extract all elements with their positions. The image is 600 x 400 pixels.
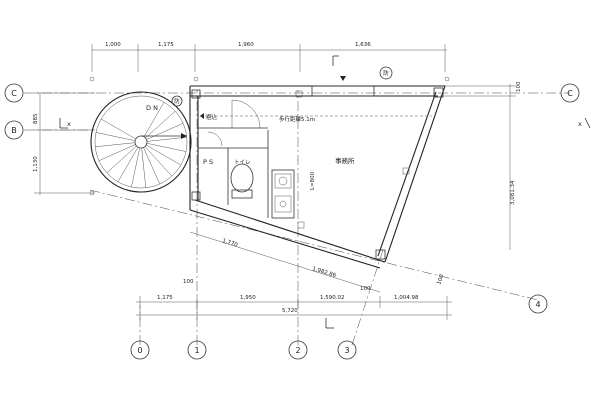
height-label: L=800 bbox=[310, 171, 316, 190]
bottom-dim-1: 1,175 bbox=[157, 295, 173, 301]
stair-tread bbox=[143, 102, 165, 137]
door-label: 避込 bbox=[206, 113, 218, 121]
stair-tread bbox=[146, 143, 187, 152]
office-label: 事務所 bbox=[335, 156, 355, 165]
reference-dots bbox=[89, 76, 450, 196]
grid-bubble-bottom-0: 0 bbox=[130, 340, 150, 360]
grid-bubble-bottom-1: 1 bbox=[187, 340, 207, 360]
grid-bubble-right-4: 4 bbox=[528, 294, 548, 314]
bottom-dim-3: 1,590.02 bbox=[320, 295, 345, 301]
right-dim-2: 3,081.34 bbox=[510, 180, 516, 205]
grid-bubble-bottom-3: 3 bbox=[337, 340, 357, 360]
diag-dim-1: 1,770 bbox=[221, 238, 238, 248]
stairs-direction-arrow bbox=[181, 133, 187, 139]
stair-tread bbox=[95, 132, 136, 141]
grid-bubble-right-c: C bbox=[560, 83, 580, 103]
stair-tread bbox=[95, 142, 136, 148]
section-x-left: x bbox=[67, 120, 71, 128]
diag-dim-2: 1,982.86 bbox=[311, 266, 337, 279]
section-marker-right: x bbox=[578, 117, 591, 129]
right-dimension-chain: 100 3,081.34 bbox=[440, 81, 522, 250]
spiral-staircase: D N bbox=[90, 91, 192, 193]
stair-tread bbox=[146, 123, 184, 140]
grid-label-right-c: C bbox=[567, 89, 573, 98]
building-walls bbox=[189, 85, 446, 269]
toilet-fixture: トイレ bbox=[230, 160, 254, 199]
small-dim-right: 100 bbox=[436, 273, 445, 285]
top-dim-1: 1,000 bbox=[105, 42, 121, 48]
section-marker-bottom bbox=[325, 318, 334, 329]
section-arrow-top bbox=[332, 55, 339, 66]
stair-tread bbox=[145, 111, 176, 139]
stair-tread bbox=[98, 144, 136, 161]
grid-bubble-bottom-2: 2 bbox=[288, 340, 308, 360]
grid-bubble-left-c: C bbox=[4, 83, 24, 103]
left-dim-2: 1,130 bbox=[33, 156, 39, 172]
small-dim-left: 100 bbox=[183, 279, 194, 285]
kitchen-unit bbox=[271, 169, 295, 219]
grid-label-bottom-0: 0 bbox=[137, 346, 142, 355]
fire-hydrant-marker-left: 防 bbox=[171, 95, 183, 107]
stairs-dn-label: D N bbox=[146, 104, 158, 112]
toilet-label: トイレ bbox=[234, 160, 251, 166]
stair-tread bbox=[101, 118, 136, 140]
top-dimension-chain: 1,000 1,175 1,960 1,636 bbox=[91, 42, 447, 72]
ps-label: P S bbox=[203, 158, 213, 166]
stair-tread bbox=[146, 144, 181, 166]
grid-label-left-b: B bbox=[11, 126, 17, 135]
stair-tread bbox=[141, 147, 147, 188]
grid-label-bottom-1: 1 bbox=[194, 346, 199, 355]
section-marker-left: x bbox=[59, 118, 71, 129]
grid-bubble-left-b: B bbox=[4, 120, 24, 140]
stair-tread bbox=[143, 147, 160, 185]
bottom-dim-2: 1,950 bbox=[240, 295, 256, 301]
hydrant-label-left: 防 bbox=[174, 97, 180, 105]
stair-tread bbox=[144, 146, 172, 177]
diagonal-dimension-chain: 1,770 1,982.86 100 100 100 bbox=[183, 231, 446, 293]
hydrant-label-top: 防 bbox=[383, 69, 389, 77]
top-dim-3: 1,960 bbox=[238, 42, 254, 48]
walk-distance-label: 歩行距離5.1m bbox=[279, 115, 315, 123]
grid-label-right-4: 4 bbox=[535, 300, 540, 309]
left-dimension-chain: 885 1,130 bbox=[33, 92, 95, 195]
bottom-dimension-chain: 1,175 1,950 1,590.02 1,004.98 5,720 bbox=[136, 295, 452, 320]
right-dim-1: 100 bbox=[516, 81, 522, 92]
stair-tread bbox=[146, 136, 187, 142]
grid-label-bottom-2: 2 bbox=[295, 346, 300, 355]
entrance-triangle-marker bbox=[340, 76, 346, 81]
bottom-dim-total: 5,720 bbox=[282, 308, 298, 314]
stair-tread bbox=[117, 147, 139, 182]
grid-lines bbox=[24, 90, 570, 346]
section-x-right: x bbox=[578, 120, 582, 128]
stair-tread bbox=[131, 147, 140, 188]
top-window bbox=[311, 85, 375, 97]
small-dim-bottom: 100 bbox=[360, 286, 371, 292]
top-dim-4: 1,636 bbox=[355, 42, 371, 48]
bottom-dim-4: 1,004.98 bbox=[394, 295, 419, 301]
stair-tread bbox=[106, 145, 137, 173]
grid-label-bottom-3: 3 bbox=[344, 346, 349, 355]
top-dim-2: 1,175 bbox=[158, 42, 174, 48]
walk-distance-line bbox=[200, 113, 432, 119]
grid-label-left-c: C bbox=[11, 89, 17, 98]
fire-hydrant-marker-top: 防 bbox=[379, 66, 393, 80]
left-dim-1: 885 bbox=[33, 113, 39, 124]
